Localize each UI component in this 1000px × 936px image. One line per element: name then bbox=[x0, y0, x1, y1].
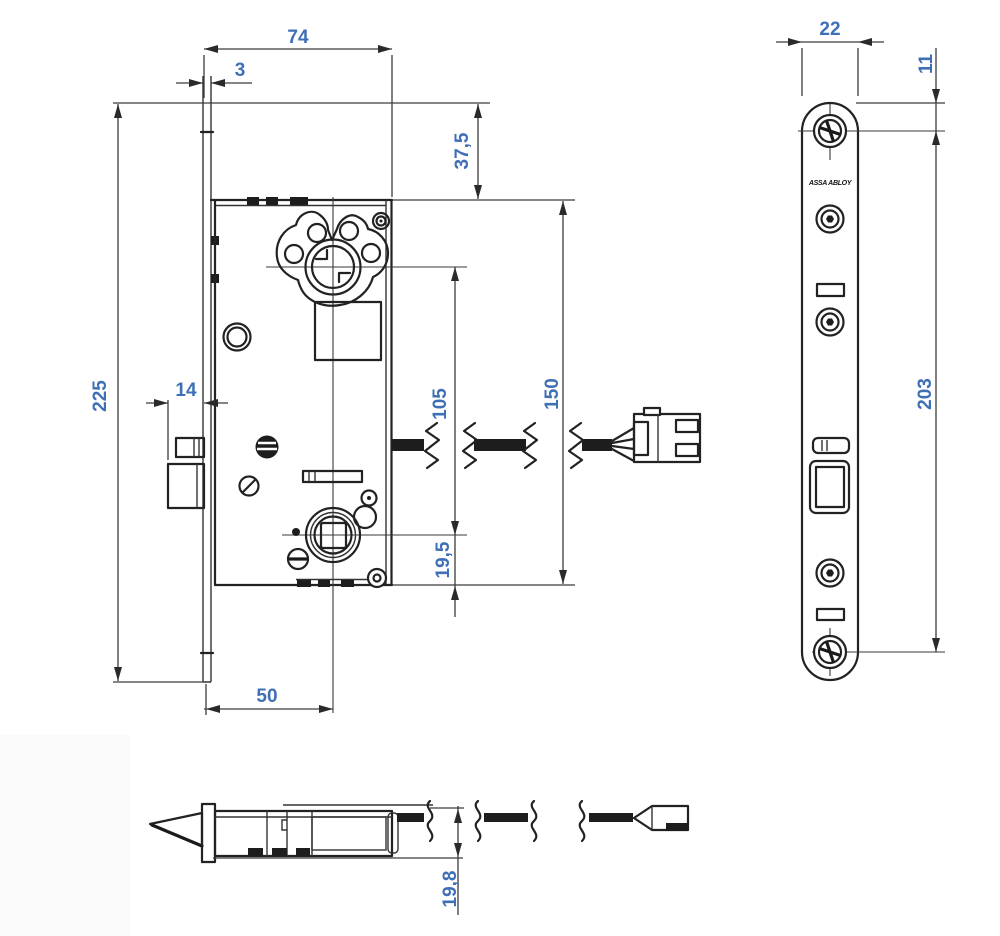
dim-faceplate-width-label: 22 bbox=[819, 19, 840, 40]
faceplate-torx-screw-1 bbox=[815, 204, 845, 234]
screw-top-right bbox=[371, 211, 391, 231]
faceplate-view: ASSA ABLOY bbox=[798, 101, 945, 682]
dim-cable-to-bottom-label: 19,8 bbox=[440, 871, 461, 908]
connector bbox=[632, 406, 702, 464]
bottom-case bbox=[213, 804, 463, 859]
faceplate-slot-1 bbox=[815, 282, 846, 298]
dim-backset: 50 bbox=[204, 684, 333, 715]
bottom-screw-front bbox=[366, 567, 388, 589]
striped-screw bbox=[255, 435, 279, 459]
slot-bar bbox=[301, 469, 364, 484]
dim-cable-to-bottom: 19,8 bbox=[430, 806, 464, 915]
dim-spindle-to-case-bottom-label: 19,5 bbox=[433, 541, 454, 578]
dim-faceplate-length: 225 bbox=[90, 102, 490, 683]
dim-case-width: 74 bbox=[203, 27, 393, 197]
dim-faceplate-length-label: 225 bbox=[90, 380, 111, 412]
motor-housing bbox=[313, 300, 383, 362]
dim-faceplate-thickness-label: 3 bbox=[235, 60, 246, 81]
faceplate-top-screw bbox=[798, 104, 945, 160]
dim-screw-spacing: 203 bbox=[915, 378, 940, 652]
cable bbox=[392, 406, 702, 470]
ring-hole bbox=[222, 322, 252, 352]
bottom-connector bbox=[632, 804, 690, 832]
faceplate-bottom-screw bbox=[812, 628, 945, 676]
bottom-view bbox=[148, 799, 690, 864]
dim-case-width-label: 74 bbox=[287, 27, 309, 48]
faceplate-main-latch bbox=[808, 459, 851, 515]
cable-strands bbox=[610, 426, 636, 463]
spindle-hub bbox=[292, 506, 362, 564]
dim-case-height-label: 150 bbox=[542, 378, 563, 410]
faceplate-aux-latch bbox=[811, 436, 851, 455]
dim-faceplate-width: 22 bbox=[776, 19, 884, 96]
brand-logo: ASSA ABLOY bbox=[808, 180, 853, 187]
round-hole bbox=[352, 504, 378, 530]
dim-spindle-to-case-bottom: 19,5 bbox=[433, 541, 459, 600]
faceplate-torx-screw-3 bbox=[815, 558, 845, 588]
dim-case-height: 150 bbox=[393, 199, 575, 586]
centerlines bbox=[266, 197, 467, 713]
dim-screw-spacing-label: 203 bbox=[915, 378, 936, 410]
dim-latch-protrusion: 14 bbox=[146, 380, 228, 460]
dim-top-edge-to-screw-label: 11 bbox=[916, 54, 937, 75]
faceplate-edge bbox=[199, 76, 219, 683]
slot-screw bbox=[286, 547, 310, 571]
faceplate-slot-2 bbox=[815, 607, 846, 622]
dim-latch-protrusion-label: 14 bbox=[175, 380, 197, 401]
bottom-latch bbox=[148, 811, 204, 848]
background-shade bbox=[0, 735, 130, 936]
cylinder-cam-plate bbox=[275, 210, 390, 307]
slotted-hole bbox=[238, 475, 260, 497]
bottom-cable bbox=[397, 799, 690, 843]
dim-backset-label: 50 bbox=[256, 686, 277, 707]
dim-cylinder-to-spindle-label: 105 bbox=[430, 388, 451, 420]
auxiliary-bolt bbox=[174, 436, 206, 459]
dim-cylinder-to-spindle: 105 bbox=[430, 267, 459, 617]
dim-faceplate-thickness: 3 bbox=[176, 60, 252, 87]
small-screw bbox=[360, 489, 378, 507]
dim-top-edge-to-screw: 11 bbox=[856, 48, 945, 652]
faceplate-torx-screw-2 bbox=[815, 307, 845, 337]
latch-bolt bbox=[166, 462, 206, 510]
bottom-faceplate-bar bbox=[200, 802, 217, 864]
dim-top-edge-to-case: 37,5 bbox=[452, 104, 482, 199]
front-view bbox=[166, 76, 702, 713]
faceplate-outline bbox=[800, 101, 860, 682]
dim-top-edge-to-case-label: 37,5 bbox=[452, 132, 473, 169]
